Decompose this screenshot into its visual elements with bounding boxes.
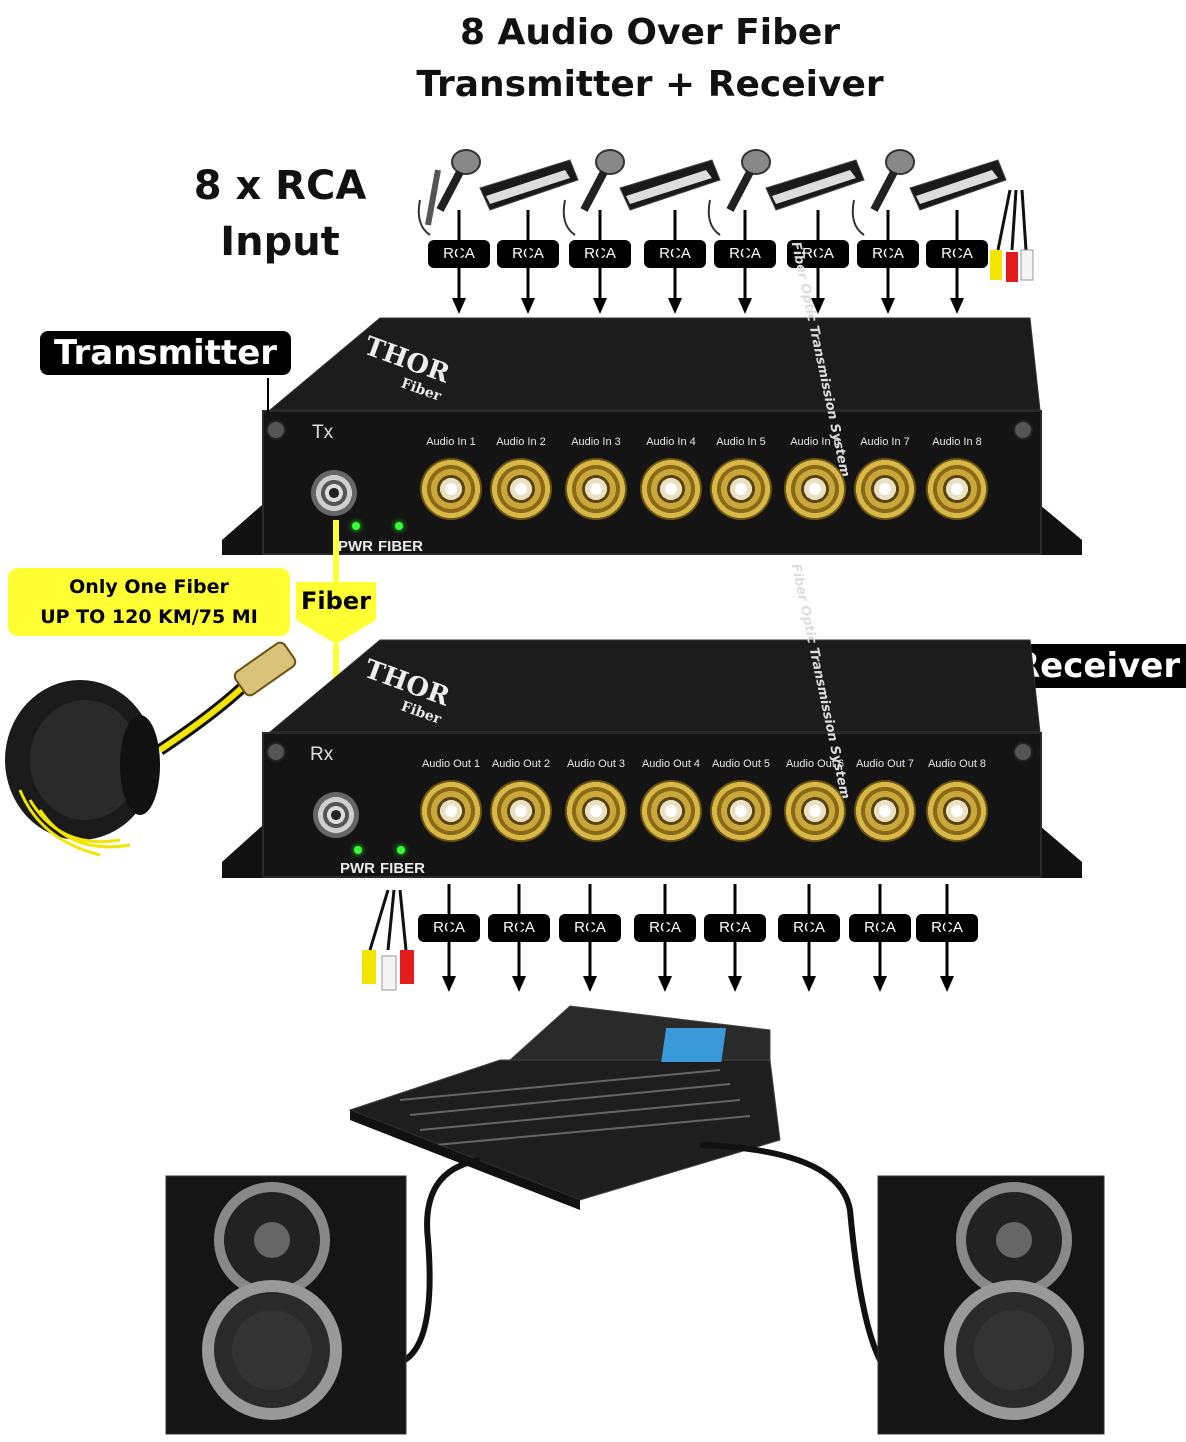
- tx-pwr-label: PWR: [338, 538, 373, 555]
- audio-out-port-label: Audio Out 6: [785, 758, 845, 770]
- speaker-left-icon: [165, 1175, 407, 1435]
- tx-fiber-label: FIBER: [378, 538, 423, 555]
- audio-in-port-label: Audio In 8: [932, 436, 982, 448]
- microphone-icon: [707, 149, 771, 236]
- audio-out-port-label: Audio Out 7: [855, 758, 915, 770]
- fiber-arrowhead: [296, 620, 376, 644]
- input-arrow: [881, 210, 895, 314]
- audio-out-port-label: Audio Out 3: [566, 758, 626, 770]
- audio-in-port-label: Audio In 4: [646, 436, 696, 448]
- keyboard-icon: [479, 159, 579, 211]
- audio-in-port-label: Audio In 1: [426, 436, 476, 448]
- audio-out-port-label: Audio Out 1: [421, 758, 481, 770]
- input-arrow: [452, 210, 466, 314]
- rca-cable-out-icon: [362, 890, 414, 991]
- audio-out-rca-port[interactable]: [854, 780, 916, 842]
- audio-out-rca-port[interactable]: [710, 780, 772, 842]
- rx-label: Rx: [310, 744, 334, 765]
- audio-out-rca-port[interactable]: [926, 780, 988, 842]
- tx-fiber-led: [395, 522, 403, 530]
- tx-fiber-connector[interactable]: [311, 470, 357, 516]
- output-arrow: [873, 884, 887, 992]
- output-arrow: [802, 884, 816, 992]
- audio-in-rca-port[interactable]: [926, 458, 988, 520]
- fiber-reel-icon: [5, 641, 297, 857]
- input-arrow: [593, 210, 607, 314]
- fiber-note-line2: UP TO 120 KM/75 MI: [40, 606, 258, 628]
- audio-out-rca-port[interactable]: [490, 780, 552, 842]
- input-arrow: [950, 210, 964, 314]
- audio-in-rca-port[interactable]: [420, 458, 482, 520]
- rx-screw-left: [266, 742, 286, 762]
- output-arrow: [940, 884, 954, 992]
- fiber-note-box: Only One Fiber UP TO 120 KM/75 MI: [8, 568, 290, 636]
- audio-in-port-label: Audio In 7: [860, 436, 910, 448]
- input-label: 8 x RCA Input: [170, 158, 390, 270]
- rx-fiber-label: FIBER: [380, 860, 425, 877]
- rx-screw-right: [1013, 742, 1033, 762]
- output-arrow: [658, 884, 672, 992]
- audio-in-rca-port[interactable]: [784, 458, 846, 520]
- output-arrow: [728, 884, 742, 992]
- tx-label: Tx: [312, 422, 334, 443]
- output-arrow: [442, 884, 456, 992]
- tx-screw-right: [1013, 420, 1033, 440]
- audio-sources: [417, 149, 1034, 282]
- diagram-title-line1: 8 Audio Over Fiber: [459, 12, 841, 53]
- rca-cable-icon: [990, 189, 1034, 282]
- fiber-label: Fiber: [296, 582, 376, 620]
- audio-out-port-label: Audio Out 2: [491, 758, 551, 770]
- audio-out-port-label: Audio Out 5: [711, 758, 771, 770]
- audio-in-port-label: Audio In 2: [496, 436, 546, 448]
- input-arrow: [521, 210, 535, 314]
- keyboard-icon: [765, 159, 865, 211]
- tx-pwr-led: [352, 522, 360, 530]
- input-arrow: [738, 210, 752, 314]
- audio-out-rca-port[interactable]: [420, 780, 482, 842]
- input-label-line1: 8 x RCA: [193, 163, 367, 209]
- audio-in-rca-port[interactable]: [640, 458, 702, 520]
- audio-out-rca-port[interactable]: [784, 780, 846, 842]
- rx-fiber-led: [397, 846, 405, 854]
- audio-in-port-label: Audio In 6: [790, 436, 840, 448]
- input-arrow: [668, 210, 682, 314]
- audio-in-port-label: Audio In 3: [571, 436, 621, 448]
- tx-screw-left: [266, 420, 286, 440]
- speaker-right-icon: [877, 1175, 1105, 1435]
- keyboard-icon: [619, 159, 721, 211]
- keyboard-icon: [909, 159, 1007, 211]
- audio-in-rca-port[interactable]: [490, 458, 552, 520]
- transmitter-tag: Transmitter: [40, 331, 292, 375]
- diagram-title-line2: Transmitter + Receiver: [416, 64, 884, 105]
- output-arrow: [583, 884, 597, 992]
- input-label-line2: Input: [220, 219, 340, 265]
- audio-in-rca-port[interactable]: [565, 458, 627, 520]
- audio-out-rca-port[interactable]: [640, 780, 702, 842]
- fiber-line-top: [333, 520, 339, 582]
- microphone-icon: [562, 149, 625, 236]
- mixer-console-icon: [348, 1005, 781, 1210]
- output-arrow: [512, 884, 526, 992]
- audio-in-rca-port[interactable]: [710, 458, 772, 520]
- audio-out-port-label: Audio Out 8: [927, 758, 987, 770]
- microphone-icon: [851, 149, 915, 236]
- rx-pwr-label: PWR: [340, 860, 375, 877]
- audio-out-rca-port[interactable]: [565, 780, 627, 842]
- input-rca-tag: RCA: [644, 240, 706, 268]
- audio-in-rca-port[interactable]: [854, 458, 916, 520]
- rx-fiber-connector[interactable]: [313, 792, 359, 838]
- audio-in-port-label: Audio In 5: [716, 436, 766, 448]
- input-arrow: [811, 210, 825, 314]
- audio-out-port-label: Audio Out 4: [641, 758, 701, 770]
- microphone-icon: [417, 149, 481, 236]
- rx-pwr-led: [354, 846, 362, 854]
- fiber-note-line1: Only One Fiber: [69, 576, 229, 598]
